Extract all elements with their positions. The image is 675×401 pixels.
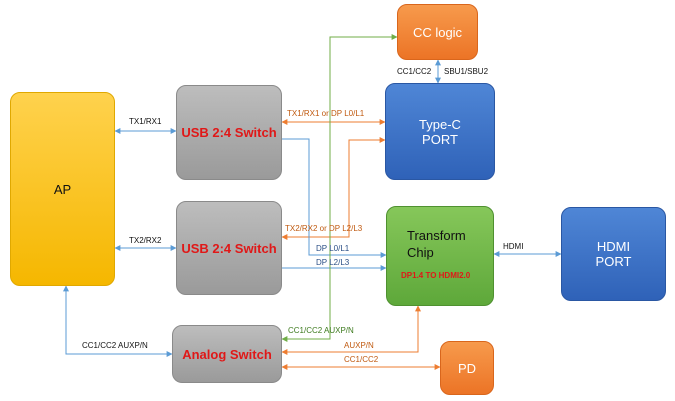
label-cc-auxp-green: CC1/CC2 AUXP/N [288,326,354,335]
label-dp-l2-l3: DP L2/L3 [316,258,350,267]
hdmi-port-block: HDMI PORT [561,207,666,301]
pd-label: PD [457,360,477,376]
usb-switch-2-label: USB 2:4 Switch [181,240,277,256]
label-cc1-cc2-pd: CC1/CC2 [344,355,379,364]
usb-switch-1-label: USB 2:4 Switch [181,125,277,140]
analog-switch-block: Analog Switch [172,325,282,383]
label-sbu: SBU1/SBU2 [444,67,489,76]
link-analog-transform [281,305,421,355]
type-c-port-label: Type-C PORT [419,116,461,147]
pd-block: PD [440,341,494,395]
cc-logic-label: CC logic [412,24,463,40]
label-hdmi: HDMI [503,242,524,251]
label-auxp-n: AUXP/N [344,341,374,350]
type-c-port-block: Type-C PORT [385,83,495,180]
label-tx2-rx2-or-dp: TX2/RX2 or DP L2/L3 [285,224,363,233]
analog-switch-label: Analog Switch [182,346,272,362]
label-cc-auxp-ap: CC1/CC2 AUXP/N [82,341,148,350]
transform-chip-label: Transform Chip [407,228,466,260]
usb-switch-2-block: USB 2:4 Switch [176,201,282,295]
label-tx1-rx1-or-dp: TX1/RX1 or DP L0/L1 [287,109,365,118]
cc-logic-block: CC logic [397,4,478,60]
label-cc1-cc2-top: CC1/CC2 [397,67,432,76]
label-tx2-rx2: TX2/RX2 [129,236,162,245]
ap-label: AP [53,181,72,197]
transform-chip-sublabel: DP1.4 TO HDMI2.0 [401,271,471,280]
usb-switch-1-block: USB 2:4 Switch [176,85,282,180]
link-ap-analog [63,285,173,357]
label-dp-l0-l1: DP L0/L1 [316,244,350,253]
ap-block: AP [10,92,115,286]
label-tx1-rx1: TX1/RX1 [129,117,162,126]
hdmi-port-label: HDMI PORT [595,239,632,269]
transform-chip-block: Transform Chip DP1.4 TO HDMI2.0 [386,206,494,306]
